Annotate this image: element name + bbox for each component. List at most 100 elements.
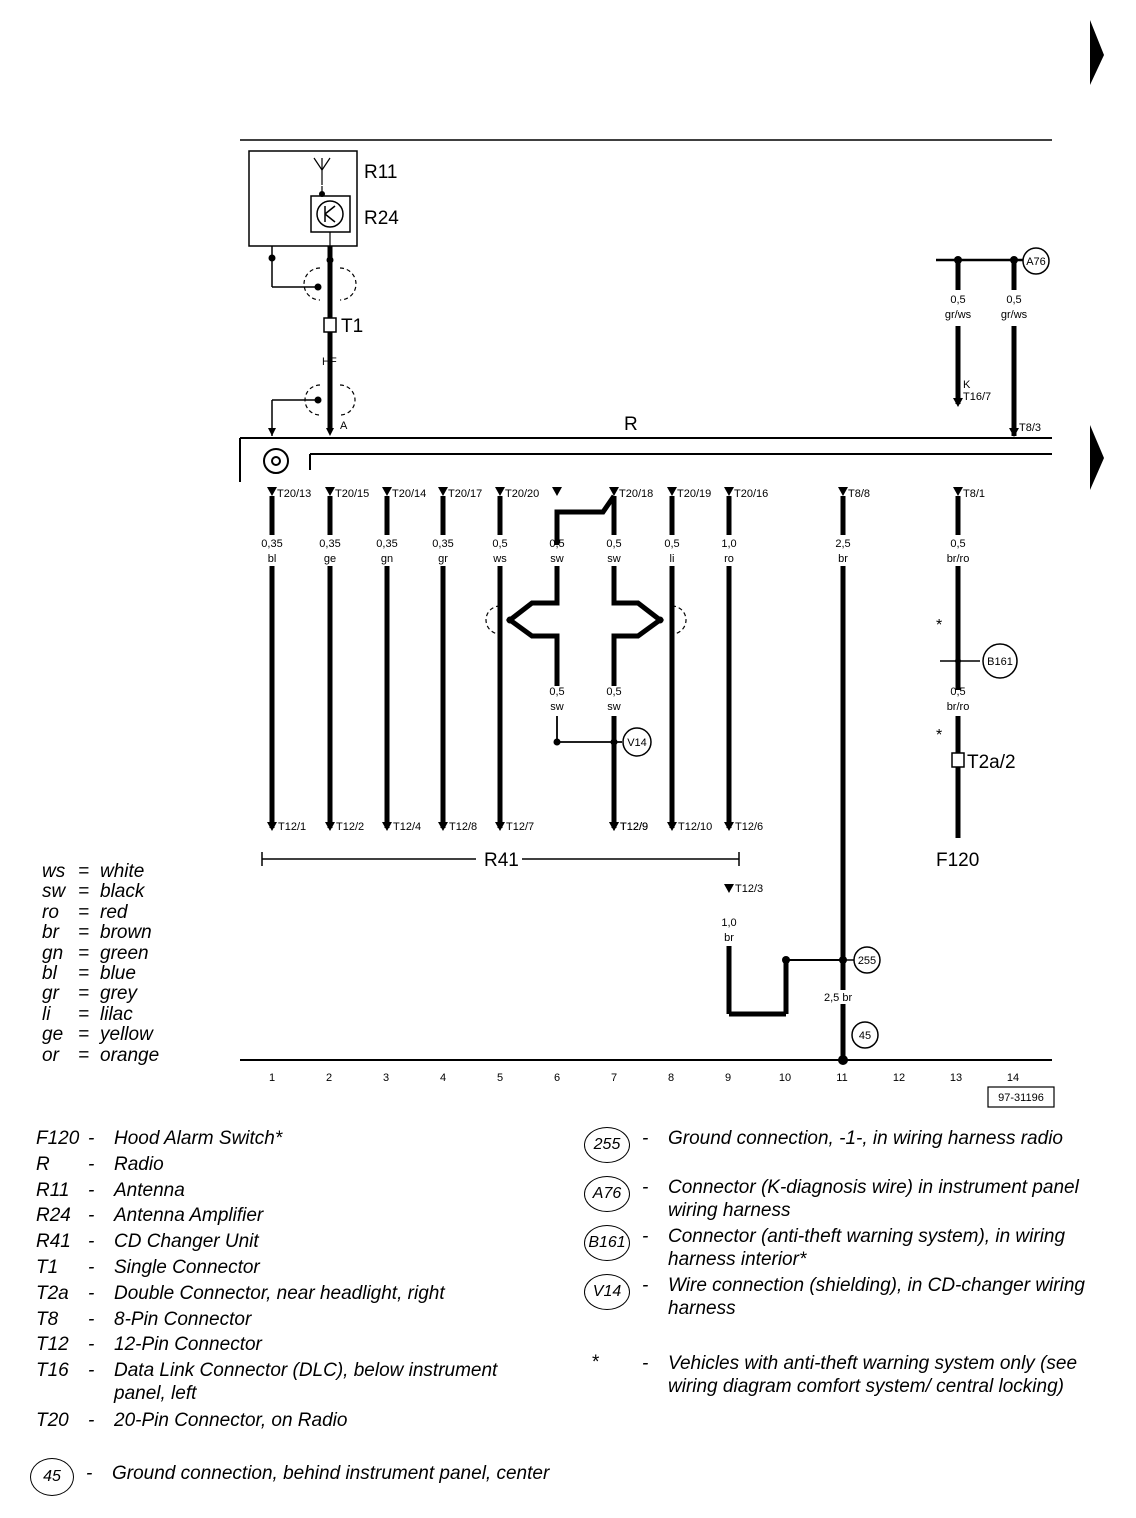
wire-size: 0,5 [664,538,679,550]
connector-legend-icon: V14 [584,1274,630,1310]
track-number: 4 [440,1072,446,1084]
wire-color: ge [324,553,336,565]
cd-pin-label: T12/2 [336,821,364,833]
track-number: 8 [668,1072,674,1084]
connector-legend-icon: B161 [584,1225,630,1261]
track-number: 12 [893,1072,905,1084]
track-number: 9 [725,1072,731,1084]
ground-45-legend-icon: 45 [30,1458,74,1496]
antenna-assembly [248,150,358,247]
f120-label: F120 [936,850,979,871]
cd-pin-label: T12/10 [678,821,712,833]
track-number: 7 [611,1072,617,1084]
a76-left-size: 0,5 [950,294,965,306]
legend-note: * - Vehicles with anti-theft warning sys… [590,1352,1110,1432]
next-page-arrow-mid[interactable] [1090,425,1104,490]
cd-pin-label: T12/1 [278,821,306,833]
b161-below-size: 0,5 [950,686,965,698]
ground-45-icon [851,1021,879,1049]
cd-pin-label: T12/7 [506,821,534,833]
wire-size: 0,35 [319,538,340,550]
asterisk-t2a: * [936,727,942,744]
t8-3-pin: T8/3 [1019,422,1041,434]
track-number: 1 [269,1072,275,1084]
asterisk-b161: * [936,617,942,634]
color-key-item: ws=white [42,861,145,882]
ground-path [724,884,854,1065]
track-number: 6 [554,1072,560,1084]
wire-color: sw [607,553,621,565]
ground-255-icon [853,946,881,974]
a-pin-label: A [340,420,348,432]
pin-arrow [724,487,734,496]
wire-size: 1,0 [721,538,736,550]
diagram-id: 97-31196 [998,1092,1044,1104]
pin-arrow [267,487,277,496]
pin-arrow [267,822,277,831]
color-key-item: gr=grey [42,983,137,1005]
track-number: 3 [383,1072,389,1084]
pin-arrow [325,487,335,496]
antenna-cable [268,246,357,436]
track-number: 5 [497,1072,503,1084]
a76-label: A76 [1026,256,1046,268]
b161-connector-icon [982,643,1018,679]
radio-pin-label: T8/1 [963,488,985,500]
t12-3-color: br [724,932,734,944]
legend-ground-45: 45 - Ground connection, behind instrumen… [30,1458,549,1518]
pin-arrow [382,822,392,831]
wire-size: 0,5 [606,538,621,550]
radio-pin-label: T20/20 [505,488,539,500]
main-wires: T20/130,35blT12/1T20/150,35geT12/2T20/14… [261,487,985,1060]
radio-outline [239,437,1052,482]
color-key-item: sw=black [42,881,145,903]
legend-ground-45-text: Ground connection, behind instrument pan… [112,1463,550,1484]
cd-pin-label: T12/6 [735,821,763,833]
radio-pin-label: T20/16 [734,488,768,500]
wire-size: 0,35 [432,538,453,550]
color-key-item: or=orange [42,1044,160,1066]
connector-legend-icon: 255 [584,1127,630,1163]
cd-pin-label: T12/4 [393,821,421,833]
wire-color: bl [268,553,277,565]
k-label: K [963,379,971,391]
pin-arrow [838,487,848,496]
t12-3-pin: T12/3 [735,883,763,895]
legend-item: A76-Connector (K-diagnosis wire) in inst… [584,1176,1114,1224]
pin-arrow [382,487,392,496]
ground-45-label: 45 [859,1030,871,1042]
a76-wires [936,256,1024,437]
pin-arrow [325,822,335,831]
shield-crossover [485,494,687,831]
radio-pin-label: T20/18 [619,488,653,500]
cd-pin-label: T12/9 [620,821,648,833]
wire-size: 2,5 [835,538,850,550]
r41-label: R41 [484,850,519,871]
wire-color: br/ro [947,553,970,565]
radio-pin-label: T20/19 [677,488,711,500]
pin-arrow [438,822,448,831]
hood-switch-wire [940,658,980,838]
track-number: 13 [950,1072,962,1084]
wire-color: ro [724,553,734,565]
track-number: 10 [779,1072,791,1084]
pin-arrow [667,487,677,496]
next-page-arrow-top[interactable] [1090,20,1104,85]
v14-left-size: 0,5 [549,686,564,698]
v14-right-color: sw [607,701,621,713]
radio-ground-symbol [263,448,289,474]
r11-label: R11 [364,162,397,183]
t2a-label: T2a/2 [967,752,1016,773]
v14-connection-icon [622,727,652,757]
a76-right-color: gr/ws [1001,309,1028,321]
wire-color: ws [492,553,507,565]
pin-arrow [724,822,734,831]
color-key-item: li=lilac [42,1003,133,1025]
cd-pin-label: T12/9 [620,821,648,833]
pin-arrow [609,487,619,496]
color-key-item: gn=green [42,942,149,964]
ground-255-label: 255 [858,955,876,967]
radio-pin-label: T20/13 [277,488,311,500]
v14-right-size: 0,5 [606,686,621,698]
